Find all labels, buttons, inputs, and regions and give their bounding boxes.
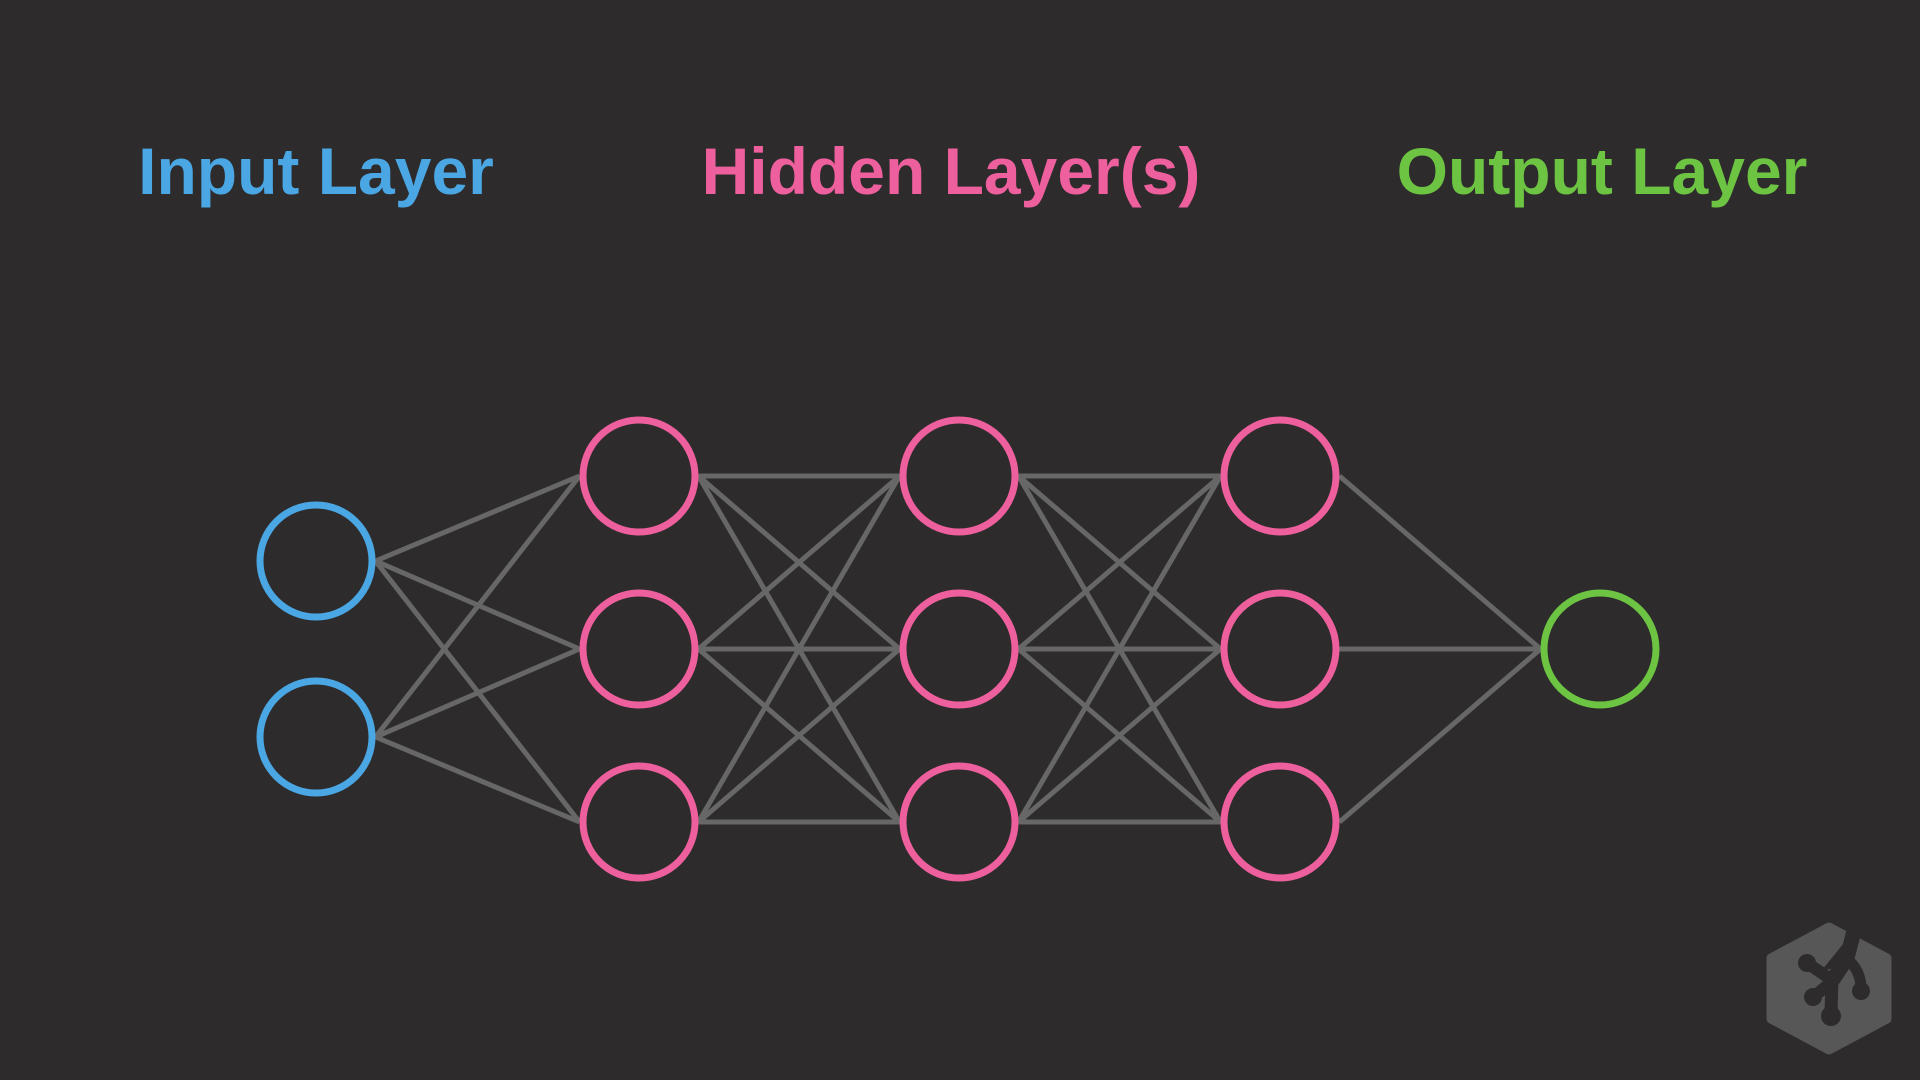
input-layer-node — [256, 677, 376, 797]
input-layer-node — [256, 501, 376, 621]
hidden-layer-2-node — [899, 589, 1019, 709]
edge — [374, 646, 581, 740]
nodes-group — [256, 416, 1660, 882]
hidden-layer-3-node — [1220, 589, 1340, 709]
hidden-layer-3-node — [1220, 416, 1340, 536]
output-layer-label: Output Layer — [1396, 134, 1808, 208]
edge — [1337, 647, 1543, 824]
hidden-layer-1-node — [579, 416, 699, 536]
edge — [1337, 474, 1543, 651]
hidden-layer-label: Hidden Layer(s) — [701, 134, 1201, 208]
edge — [374, 473, 581, 564]
edge — [374, 734, 581, 825]
edge — [1016, 474, 1223, 824]
hidden-layer-1-node — [579, 762, 699, 882]
hidden-layer-2-node — [899, 762, 1019, 882]
treehouse-logo-icon — [1766, 922, 1892, 1055]
edge — [1016, 647, 1223, 824]
edges-group — [373, 473, 1543, 825]
edge — [1016, 474, 1223, 651]
edge — [696, 647, 902, 824]
edge — [696, 474, 902, 651]
hidden-layer-3-node — [1220, 762, 1340, 882]
edge — [696, 474, 902, 824]
edge — [373, 474, 582, 739]
input-layer-label: Input Layer — [138, 134, 494, 208]
hidden-layer-2-node — [899, 416, 1019, 536]
output-layer-node — [1540, 589, 1660, 709]
hidden-layer-1-node — [579, 589, 699, 709]
